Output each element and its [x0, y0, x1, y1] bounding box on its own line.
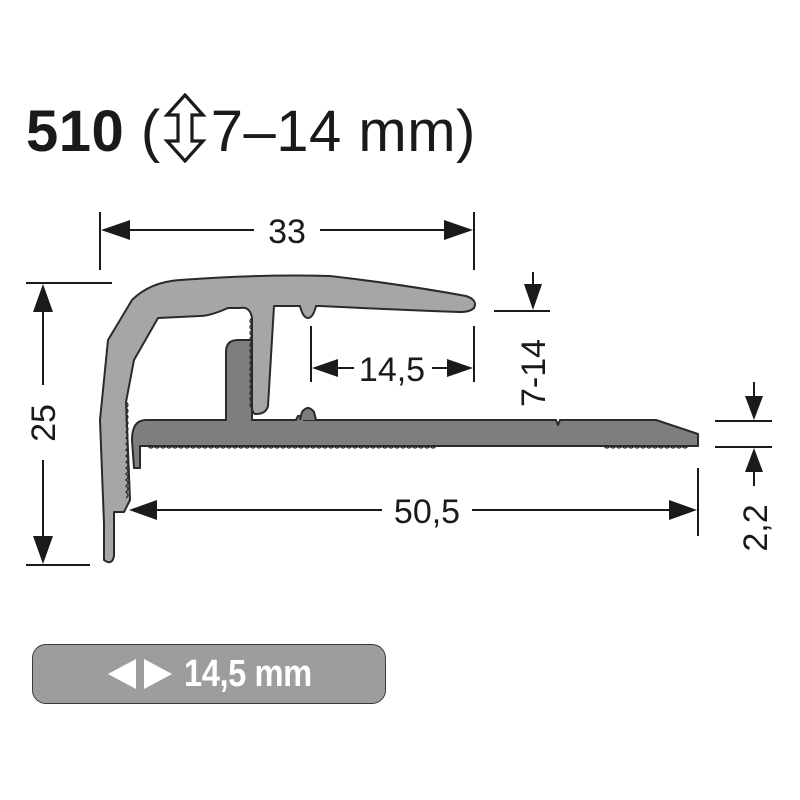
title-open-paren: (	[140, 99, 161, 164]
dimension-total-height	[26, 282, 112, 566]
base-insert-part	[131, 339, 699, 469]
dimension-adjustable-height-label: 7-14	[515, 339, 553, 407]
up-down-arrow-icon	[163, 93, 207, 163]
dimension-inner-width	[310, 326, 475, 382]
model-number: 510	[26, 99, 125, 164]
dimension-top-width	[99, 212, 475, 270]
height-range: 7–14 mm)	[210, 99, 476, 164]
width-badge: 14,5 mm	[32, 644, 386, 704]
dimension-adjustable-height	[494, 272, 550, 312]
dimension-top-width-label: 33	[268, 213, 306, 251]
main-profile-part	[99, 274, 476, 564]
dimension-base-thickness	[715, 382, 772, 486]
base-locating-rib	[299, 407, 317, 421]
dimension-base-length-label: 50,5	[394, 493, 460, 531]
dimension-base-length	[129, 468, 699, 536]
dimension-base-thickness-label: 2,2	[737, 504, 775, 551]
dimension-total-height-label: 25	[25, 404, 63, 442]
width-badge-label: 14,5 mm	[183, 652, 312, 695]
profile-title: 510 ( 7–14 mm)	[26, 92, 476, 172]
left-right-arrows-icon	[107, 659, 172, 689]
dimension-inner-width-label: 14,5	[359, 351, 425, 389]
